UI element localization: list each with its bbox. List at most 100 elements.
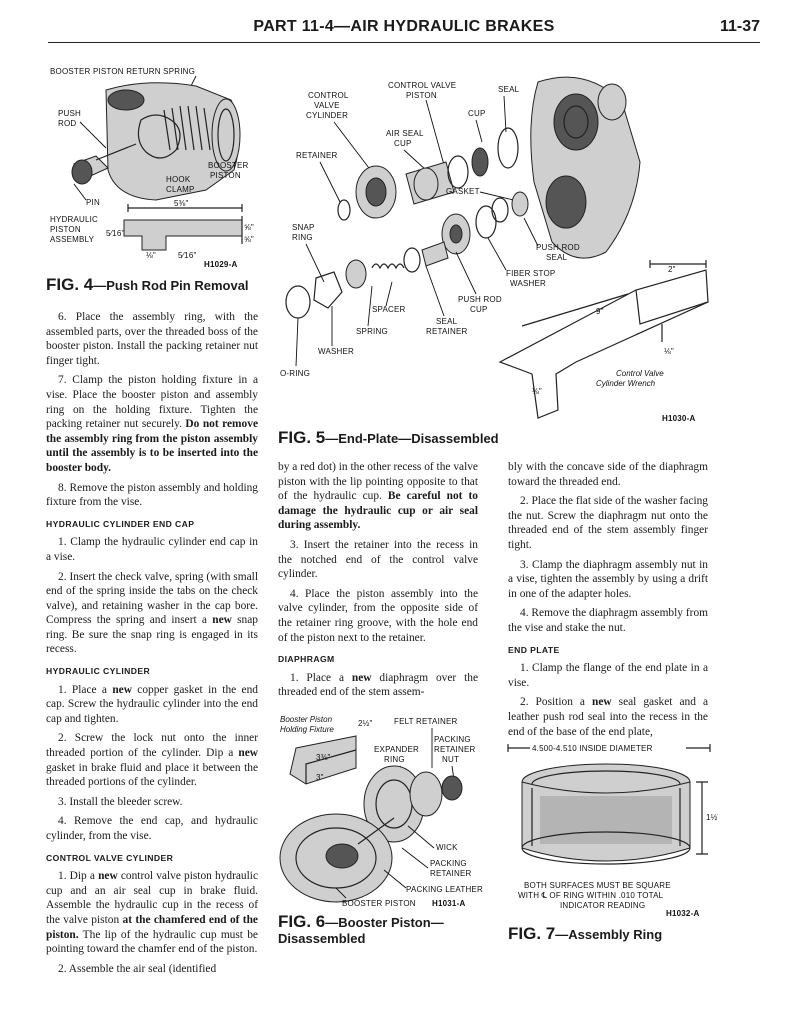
label-hydraulic-2: PISTON [50, 225, 81, 234]
label-pr-cup-2: CUP [470, 305, 488, 314]
step-7-warning: Do not remove the assembly ring from the… [46, 418, 258, 474]
fig7-caption-text: —Assembly Ring [555, 927, 663, 942]
label-spacer: SPACER [372, 305, 406, 314]
end-cap-step-2-a: 2. Insert the check valve, spring (with … [46, 570, 258, 627]
diaphragm-step-1-cont: bly with the concave side of the diaphra… [508, 461, 708, 488]
label-hook-1: HOOK [166, 175, 191, 184]
heading-control-valve-cylinder: CONTROL VALVE CYLINDER [46, 852, 174, 863]
label-cup: CUP [468, 109, 486, 118]
text-column-3: bly with the concave side of the diaphra… [508, 460, 708, 744]
label-wick: WICK [436, 843, 458, 852]
figure-6-illustration: Booster Piston Holding Fixture 2½" FELT … [276, 708, 488, 914]
fig6-caption-text: —Booster Piston— [325, 915, 444, 930]
label-pr-1: PACKING [430, 859, 467, 868]
end-plate-step-2-a: 2. Position a [520, 696, 592, 709]
label-hook-2: CLAMP [166, 185, 195, 194]
cylinder-step-1-c: copper gasket in the end cap. Screw the … [46, 683, 258, 725]
heading-hydraulic-cylinder: HYDRAULIC CYLINDER [46, 666, 151, 677]
dim-1-8: ⅛" [146, 251, 156, 260]
end-plate-step-2: 2. Position a new seal gasket and a leat… [508, 695, 708, 739]
dim-1-8-b: ⅛" [532, 387, 542, 396]
step-6: 6. Place the assembly ring, with the ass… [46, 311, 258, 367]
valve-step-3: 3. Insert the retainer into the recess i… [278, 538, 478, 581]
dim-5-16-b: 5⁄16" [178, 251, 197, 260]
label-spring: SPRING [356, 327, 388, 336]
label-booster-2: PISTON [210, 171, 241, 180]
valve-step-2-cont-a: by a red dot) in the other recess of the… [278, 461, 478, 503]
label-felt-retainer: FELT RETAINER [394, 717, 458, 726]
figure-7-caption: FIG. 7—Assembly Ring [508, 925, 708, 943]
heading-end-cap: HYDRAULIC CYLINDER END CAP [46, 518, 195, 529]
label-booster-piston: BOOSTER PISTON [342, 899, 416, 908]
step-7: 7. Clamp the piston holding fixture in a… [46, 373, 258, 475]
label-expander-2: RING [384, 755, 405, 764]
cylinder-step-4: 4. Remove the end cap, and hydraulic cyl… [46, 815, 258, 842]
label-pr-cup-1: PUSH ROD [458, 295, 502, 304]
note-line-3: INDICATOR READING [560, 901, 645, 910]
fig5-code: H1030-A [662, 414, 695, 423]
label-seal-ret-2: RETAINER [426, 327, 467, 336]
label-washer: WASHER [318, 347, 354, 356]
dim-5-3-8: 5⅜" [174, 199, 189, 208]
label-fiber-1: FIBER STOP [506, 269, 555, 278]
label-o-ring: O-RING [280, 369, 310, 378]
fig7-code: H1032-A [666, 909, 699, 918]
end-plate-step-2-c: seal gasket and a leather push rod seal … [508, 696, 708, 738]
label-fixture-1: Booster Piston [280, 715, 333, 724]
fig5-caption-text: —End-Plate—Disassembled [325, 431, 499, 446]
dim-1-1-2: 1½" [706, 813, 718, 822]
fig4-code: H1029-A [204, 260, 237, 269]
note-line-2: WITH ℄ OF RING WITHIN .010 TOTAL [518, 891, 664, 900]
label-expander-1: EXPANDER [374, 745, 419, 754]
end-cap-step-1: 1. Clamp the hydraulic cylinder end cap … [46, 536, 258, 563]
label-pack-ret-nut-2: RETAINER [434, 745, 475, 754]
fig4-caption-num: FIG. 4 [46, 275, 94, 294]
fig6-code: H1031-A [432, 899, 465, 908]
dim-1-8-a: ⅛" [664, 347, 674, 356]
label-cv-cyl-2: VALVE [314, 101, 340, 110]
label-wrench-1: Control Valve [616, 369, 664, 378]
label-retainer: RETAINER [296, 151, 337, 160]
fig6-caption-num: FIG. 6 [278, 912, 326, 931]
label-inside-diameter: 4.500-4.510 INSIDE DIAMETER [532, 744, 653, 753]
cylinder-step-3: 3. Install the bleeder screw. [58, 795, 183, 808]
cylinder-step-2-b: new [238, 747, 258, 760]
diaphragm-step-1: 1. Place a new diaphragm over the thread… [278, 671, 478, 700]
label-hydraulic-1: HYDRAULIC [50, 215, 98, 224]
label-return-spring: BOOSTER PISTON RETURN SPRING [50, 67, 195, 76]
cylinder-step-2-c: gasket in brake fluid and place it betwe… [46, 761, 258, 789]
diaphragm-step-3: 3. Clamp the diaphragm assembly nut in a… [508, 558, 708, 600]
valve-step-2: 2. Assemble the air seal (identified [58, 962, 217, 975]
fig6-caption-text-2: Disassembled [278, 931, 366, 946]
valve-step-1-c: control valve piston hydraulic cup and a… [46, 870, 259, 926]
label-air-seal-2: CUP [394, 139, 412, 148]
figure-4-caption: FIG. 4—Push Rod Pin Removal [46, 275, 266, 294]
label-push-rod-2: ROD [58, 119, 76, 128]
text-column-1: 6. Place the assembly ring, with the ass… [46, 310, 258, 981]
page-header: PART 11-4—AIR HYDRAULIC BRAKES 11-37 [48, 8, 760, 43]
end-plate-step-1: 1. Clamp the flange of the end plate in … [508, 662, 708, 689]
dim-5-8-b: ⅝" [244, 235, 254, 244]
end-cap-step-2-c: snap ring. Be sure the snap ring is enga… [46, 614, 258, 656]
diaphragm-step-2: 2. Place the flat side of the washer fac… [508, 495, 708, 551]
diaphragm-step-4: 4. Remove the diaphragm assembly from th… [508, 607, 708, 634]
text-column-2: by a red dot) in the other recess of the… [278, 460, 478, 705]
valve-step-2-cont-b: Be careful not to damage the hydraulic c… [278, 490, 478, 532]
label-snap-ring-1: SNAP [292, 223, 315, 232]
figure-5-illustration: CONTROL VALVE PISTON SEAL CONTROL VALVE … [276, 62, 714, 430]
label-packing-leather: PACKING LEATHER [406, 885, 483, 894]
label-gasket: GASKET [446, 187, 480, 196]
label-seal: SEAL [498, 85, 520, 94]
figure-5-caption: FIG. 5—End-Plate—Disassembled [278, 429, 538, 447]
cylinder-step-1-a: 1. Place a [58, 683, 113, 696]
label-pack-ret-nut-1: PACKING [434, 735, 471, 744]
step-7-text: 7. Clamp the piston holding fixture in a… [46, 374, 258, 431]
valve-step-1: 1. Dip a new control valve piston hydrau… [46, 869, 258, 957]
cylinder-step-1: 1. Place a new copper gasket in the end … [46, 683, 258, 727]
label-cv-cyl-3: CYLINDER [306, 111, 348, 120]
cylinder-step-1-b: new [112, 683, 132, 696]
step-8: 8. Remove the piston assembly and holdin… [46, 481, 258, 509]
dim-3: 3" [316, 773, 324, 782]
label-seal-ret-1: SEAL [436, 317, 458, 326]
label-cv-cyl-1: CONTROL [308, 91, 349, 100]
